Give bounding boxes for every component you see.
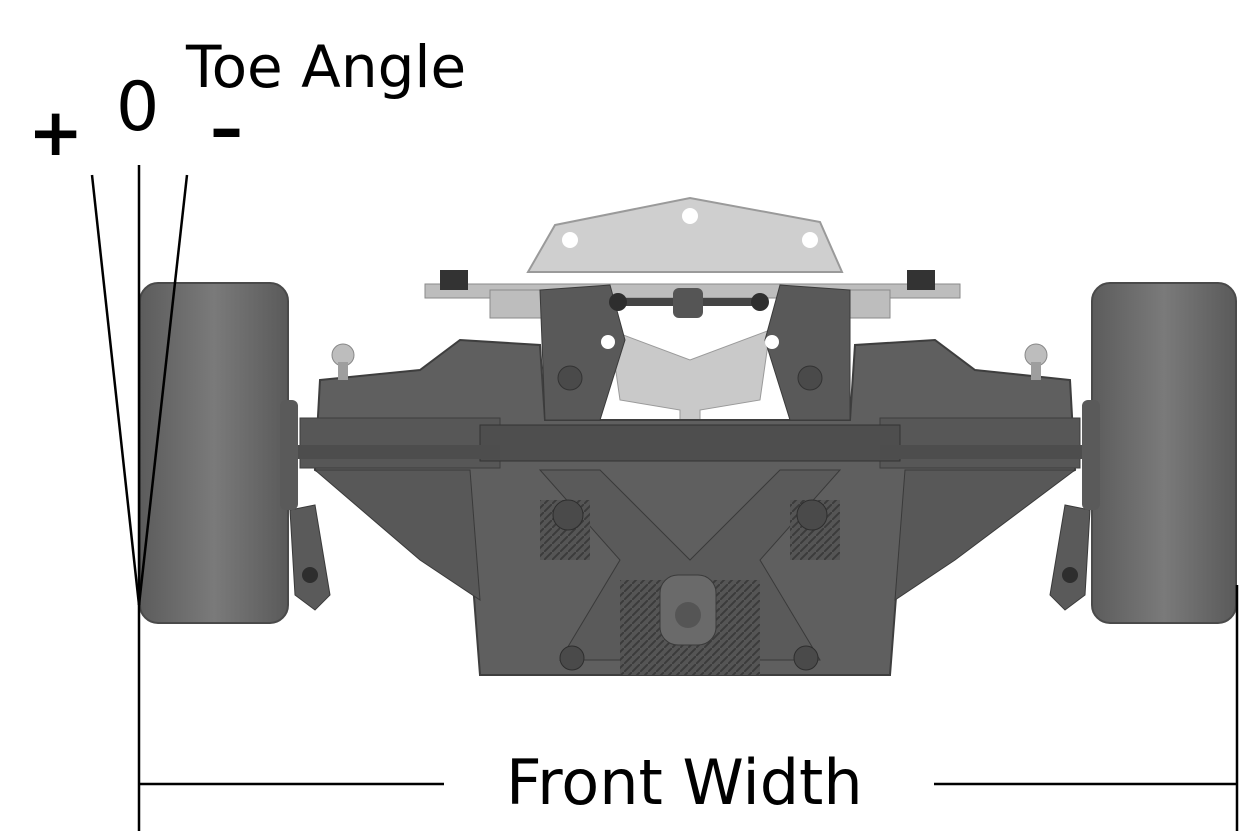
left-tire [139,282,298,624]
toe-minus-line [137,174,189,606]
upper-link-bar [424,270,961,319]
upper-deck-plate [526,196,844,273]
toe-zero-label: 0 [116,68,160,147]
right-tire [1082,282,1237,624]
axles [285,343,1095,459]
toe-plus-label: + [28,94,84,171]
toe-angle-title: Toe Angle [186,33,467,101]
front-width-dimension [137,585,1239,831]
toe-minus-label: – [210,90,243,167]
knuckles [289,504,1091,611]
front-width-label: Front Width [506,746,863,819]
toe-plus-line [90,174,141,606]
chassis-body [299,284,1081,676]
lower-arms [313,469,1077,675]
toe-angle-lines [90,165,189,606]
